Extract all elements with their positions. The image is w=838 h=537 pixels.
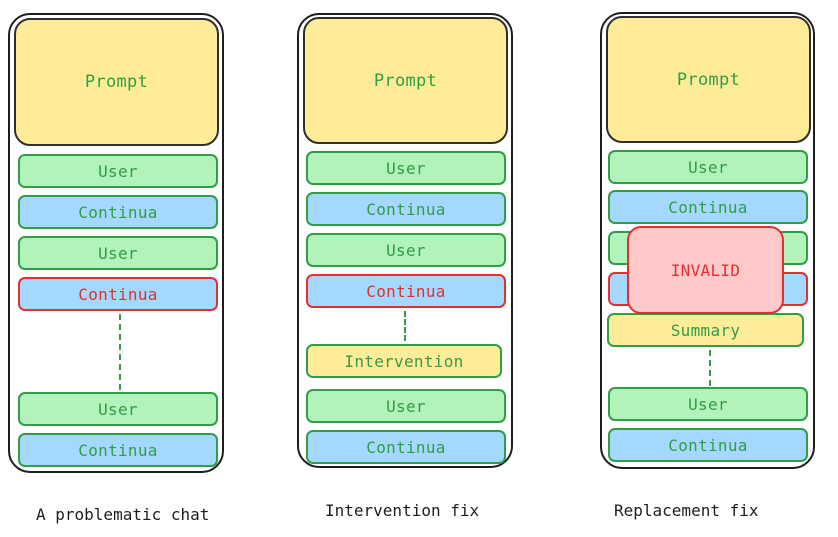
caption-problematic-chat: A problematic chat: [36, 505, 210, 524]
user-block: User: [306, 389, 506, 423]
continua-block: Continua: [306, 192, 506, 226]
ellipsis-connector: [404, 311, 406, 341]
continua-block: Continua: [18, 195, 218, 229]
continua-block-problem: Continua: [306, 274, 506, 308]
user-block: User: [608, 150, 808, 184]
prompt-block: Prompt: [606, 16, 811, 143]
invalid-block: INVALID: [627, 226, 784, 314]
user-block: User: [608, 387, 808, 421]
user-block: User: [306, 233, 506, 267]
continua-block: Continua: [608, 190, 808, 224]
ellipsis-connector: [119, 314, 121, 390]
user-block: User: [18, 392, 218, 426]
continua-block: Continua: [306, 430, 506, 464]
user-block: User: [306, 151, 506, 185]
intervention-block: Intervention: [306, 344, 502, 378]
user-block: User: [18, 236, 218, 270]
continua-block-problem: Continua: [18, 277, 218, 311]
caption-replacement-fix: Replacement fix: [614, 501, 759, 520]
summary-block: Summary: [607, 313, 804, 347]
continua-block: Continua: [608, 428, 808, 462]
user-block: User: [18, 154, 218, 188]
caption-intervention-fix: Intervention fix: [325, 501, 480, 520]
ellipsis-connector: [709, 350, 711, 386]
prompt-block: Prompt: [14, 18, 219, 146]
continua-block: Continua: [18, 433, 218, 467]
prompt-block: Prompt: [303, 17, 508, 144]
